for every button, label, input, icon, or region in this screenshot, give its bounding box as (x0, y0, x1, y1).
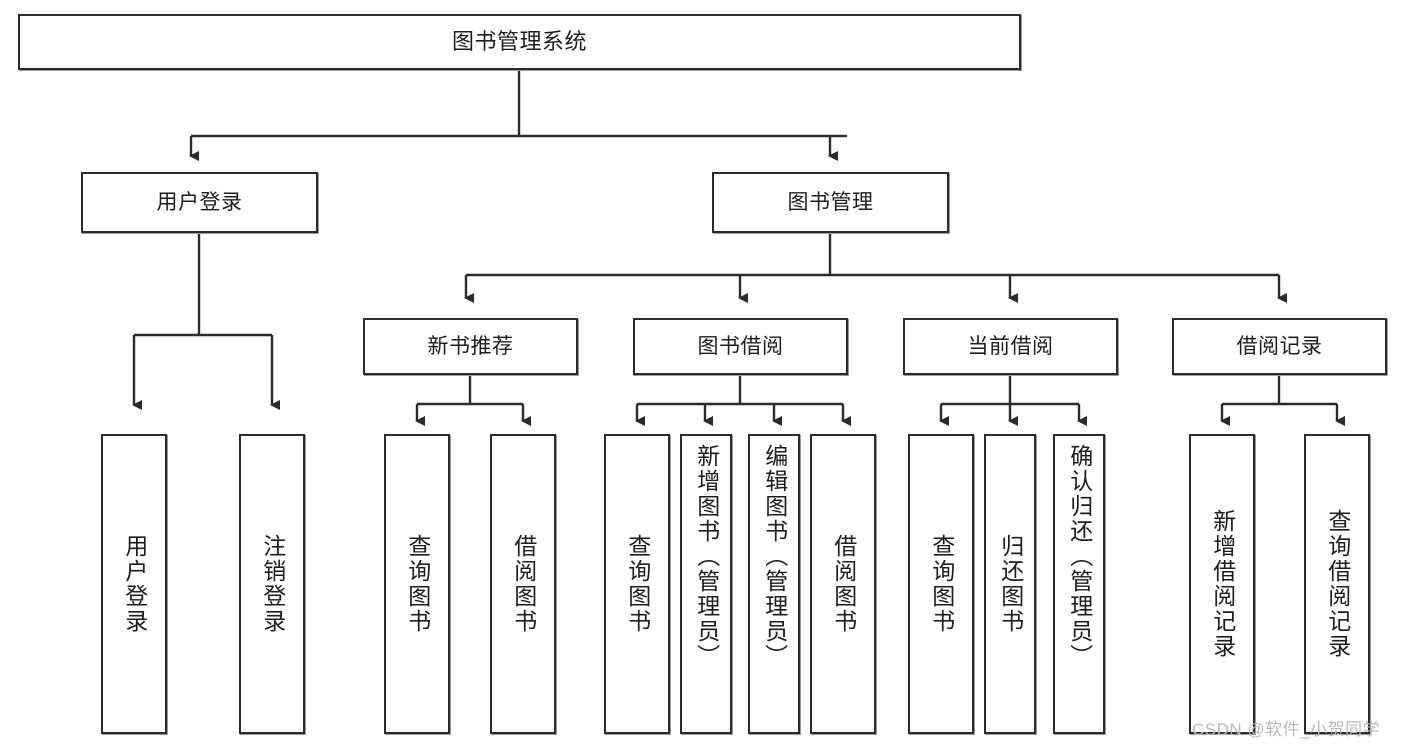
node-leaf-borrow-book-1[interactable]: 借阅图书 (490, 434, 556, 734)
node-leaf-edit-book-label: 编辑图书（管理员） (761, 444, 788, 669)
node-book-borrow[interactable]: 图书借阅 (633, 318, 848, 375)
node-leaf-query-record-label: 查询借阅记录 (1324, 509, 1351, 659)
node-leaf-borrow-book-1-label: 借阅图书 (510, 534, 537, 634)
node-leaf-user-login-label: 用户登录 (121, 534, 148, 634)
node-leaf-query-book-1-label: 查询图书 (404, 534, 431, 634)
node-leaf-logout-label: 注销登录 (259, 534, 286, 634)
node-borrow-record-label: 借阅记录 (1236, 335, 1323, 358)
node-leaf-confirm-return[interactable]: 确认归还（管理员） (1053, 434, 1105, 734)
node-leaf-query-book-3[interactable]: 查询图书 (908, 434, 974, 734)
node-leaf-query-book-1[interactable]: 查询图书 (384, 434, 450, 734)
node-book-management-label: 图书管理 (787, 191, 874, 214)
node-leaf-query-record[interactable]: 查询借阅记录 (1304, 434, 1370, 734)
node-leaf-add-record[interactable]: 新增借阅记录 (1189, 434, 1255, 734)
node-leaf-borrow-book-2-label: 借阅图书 (830, 534, 857, 634)
node-root-label: 图书管理系统 (451, 29, 587, 54)
node-book-management[interactable]: 图书管理 (712, 172, 949, 233)
node-leaf-query-book-2-label: 查询图书 (624, 534, 651, 634)
node-leaf-return-book[interactable]: 归还图书 (984, 434, 1036, 734)
node-book-borrow-label: 图书借阅 (697, 335, 784, 358)
node-leaf-return-book-label: 归还图书 (997, 534, 1024, 634)
node-leaf-borrow-book-2[interactable]: 借阅图书 (810, 434, 876, 734)
node-current-borrow[interactable]: 当前借阅 (903, 318, 1118, 375)
node-user-login-label: 用户登录 (156, 191, 243, 214)
node-borrow-record[interactable]: 借阅记录 (1172, 318, 1387, 375)
node-leaf-add-book-label: 新增图书（管理员） (693, 444, 720, 669)
node-new-book-recommend[interactable]: 新书推荐 (363, 318, 578, 375)
node-leaf-query-book-3-label: 查询图书 (928, 534, 955, 634)
node-root[interactable]: 图书管理系统 (18, 14, 1021, 70)
node-leaf-add-book[interactable]: 新增图书（管理员） (680, 434, 732, 734)
node-leaf-add-record-label: 新增借阅记录 (1209, 509, 1236, 659)
node-leaf-edit-book[interactable]: 编辑图书（管理员） (748, 434, 800, 734)
node-new-book-recommend-label: 新书推荐 (427, 335, 514, 358)
node-leaf-query-book-2[interactable]: 查询图书 (604, 434, 670, 734)
node-user-login[interactable]: 用户登录 (81, 172, 318, 233)
node-leaf-logout[interactable]: 注销登录 (239, 434, 305, 734)
node-leaf-confirm-return-label: 确认归还（管理员） (1066, 444, 1093, 669)
watermark: CSDN @软件_小贺同学 (1192, 720, 1381, 739)
node-leaf-user-login[interactable]: 用户登录 (101, 434, 167, 734)
node-current-borrow-label: 当前借阅 (967, 335, 1054, 358)
